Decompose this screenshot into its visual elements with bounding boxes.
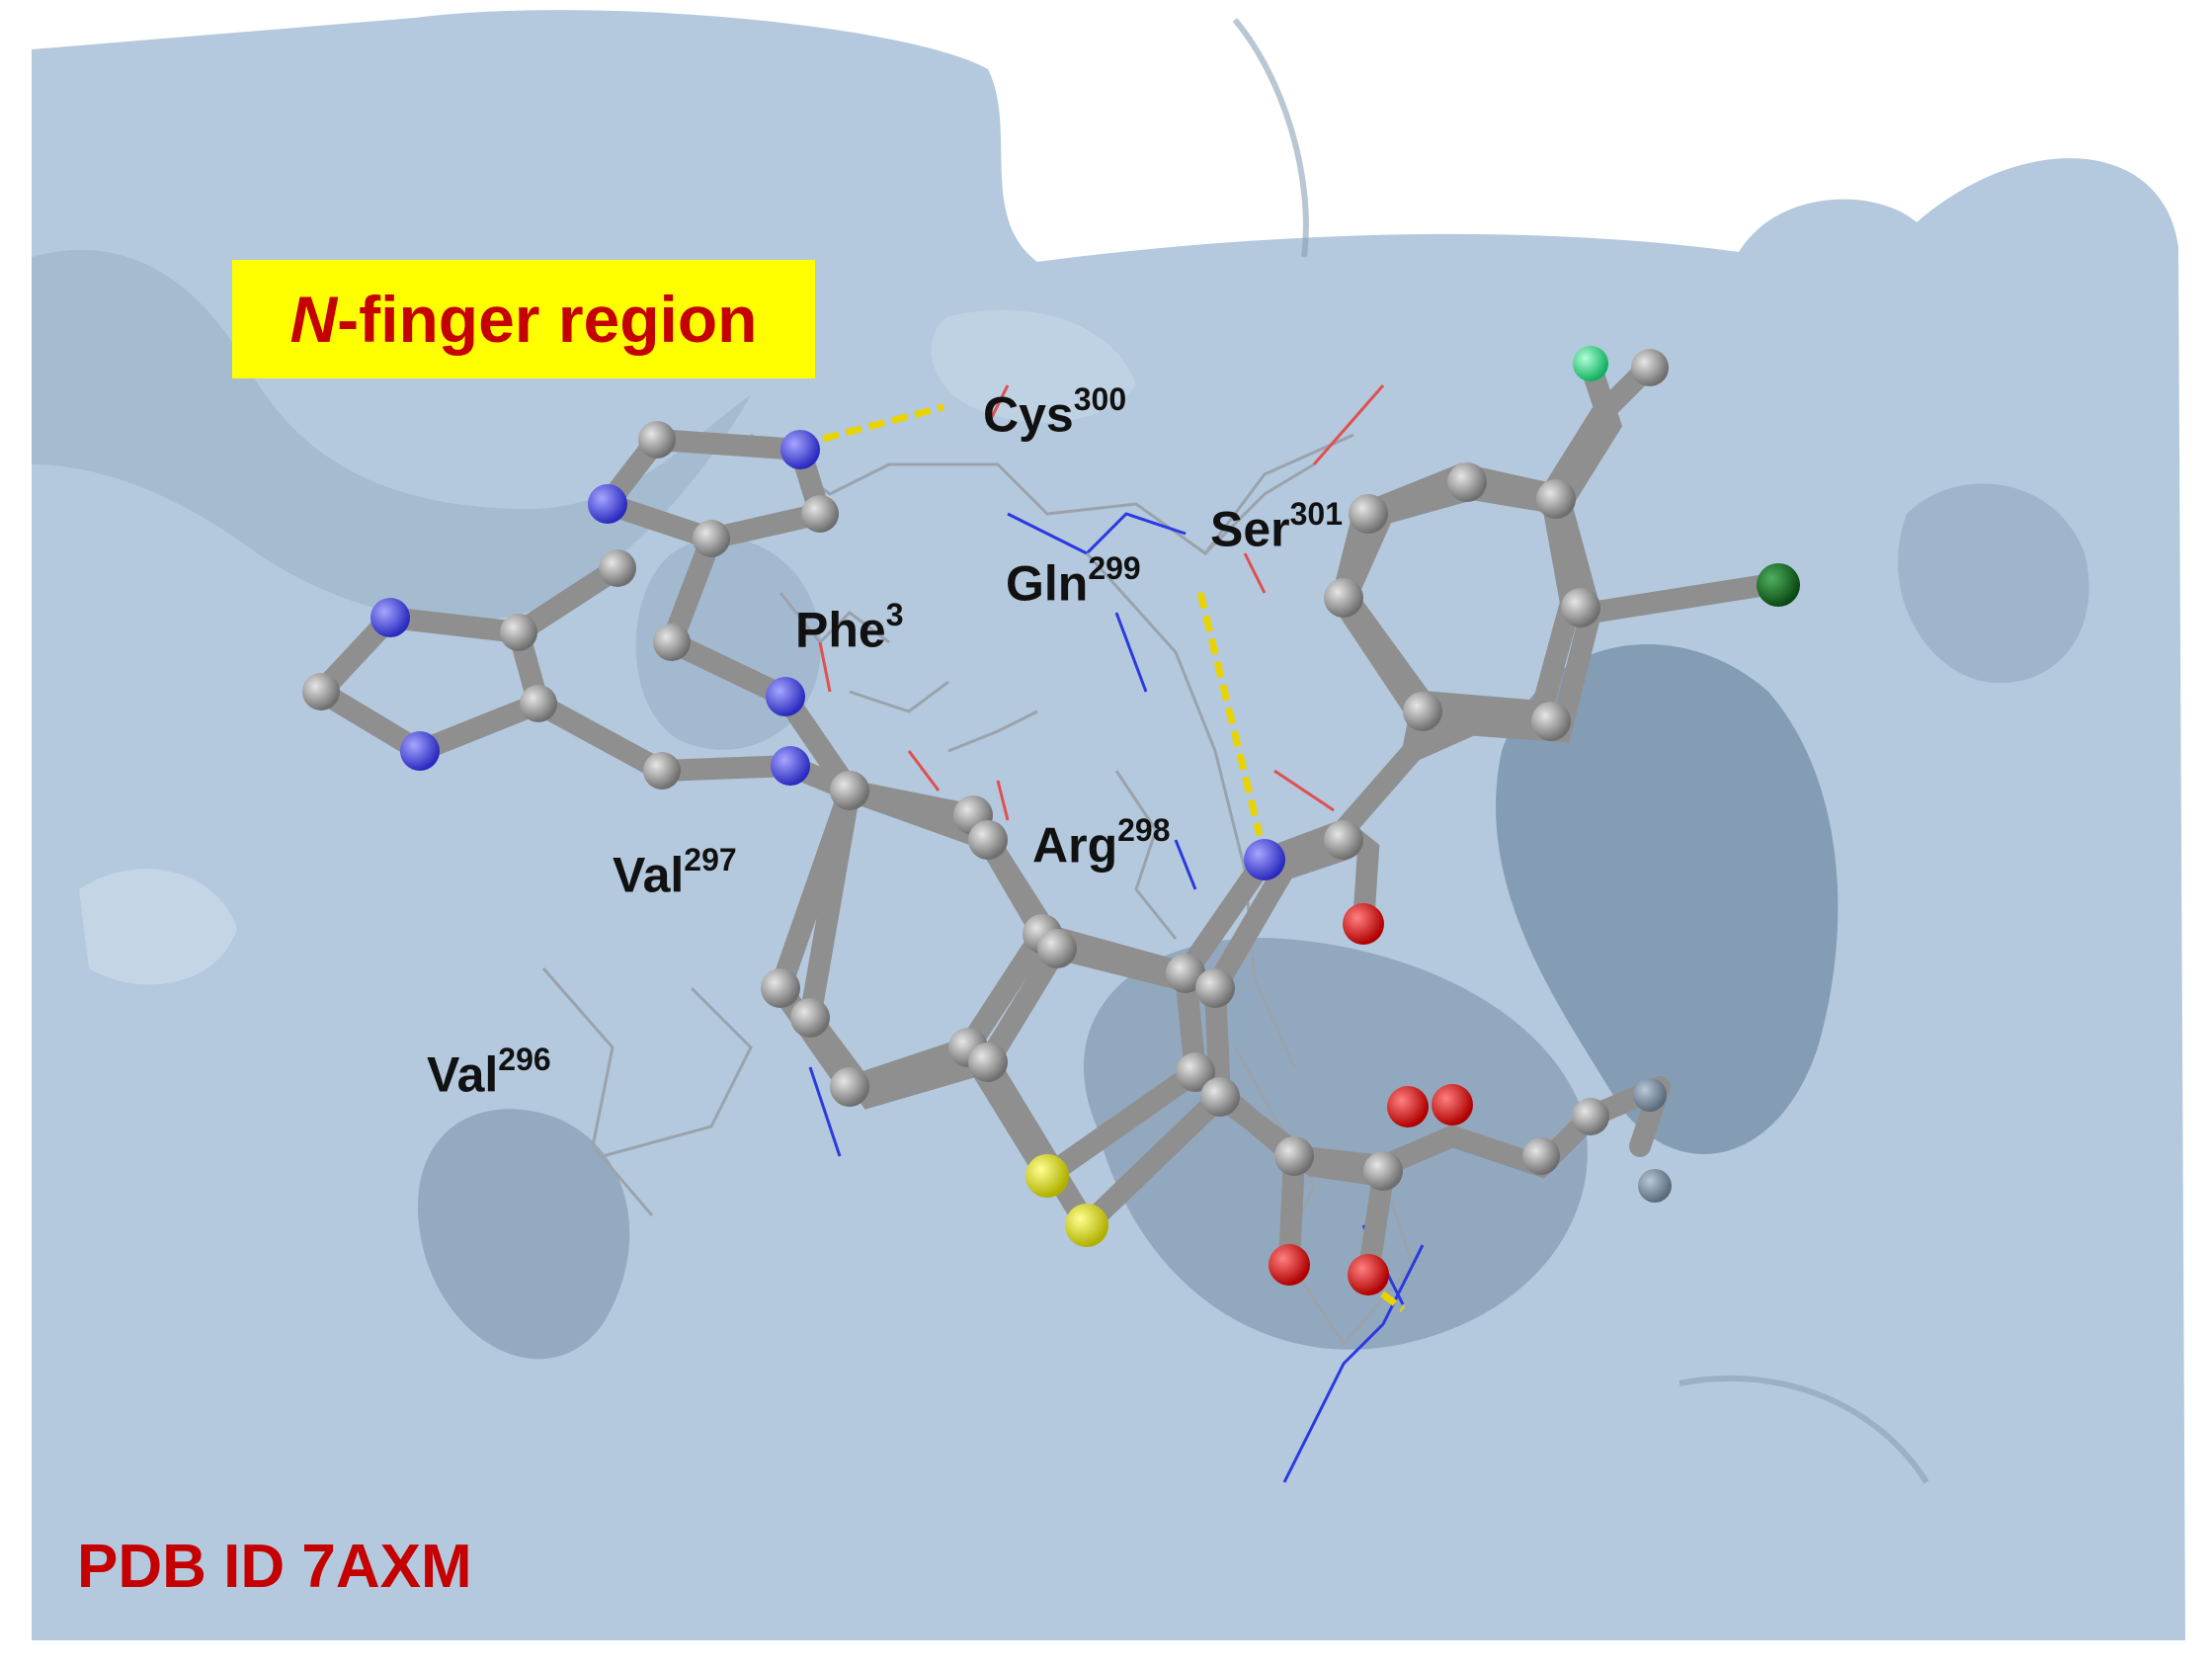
residue-number: 298 (1117, 812, 1171, 848)
atom-fluorine (1573, 346, 1608, 381)
atom-nitrogen (588, 484, 627, 524)
atom-carbon (1166, 954, 1205, 993)
atom-carbon (1200, 1077, 1240, 1117)
residue-number: 3 (885, 597, 904, 632)
atom-carbon (1522, 1137, 1560, 1175)
residue-label-cys300: Cys300 (983, 383, 1126, 443)
residue-name: Val (613, 847, 685, 903)
protein-surface (32, 10, 2185, 1640)
atom-carbon (1324, 820, 1363, 860)
atom-carbon (638, 421, 676, 459)
atom-nitrogen (780, 430, 820, 469)
atom-carbon (1176, 1052, 1215, 1092)
residue-label-phe3: Phe3 (795, 599, 904, 658)
atom-carbon (1037, 929, 1077, 968)
residue-name: Cys (983, 386, 1074, 443)
atom-chlorine (1757, 563, 1800, 607)
atom-nitrogen (771, 746, 810, 786)
atom-oxygen (1387, 1086, 1429, 1127)
atom-carbon (599, 549, 636, 587)
atom-nitrogen (400, 731, 440, 771)
atom-carbon (1363, 1151, 1403, 1191)
pdb-id-label: PDB ID 7AXM (77, 1533, 472, 1601)
atom-carbon (1561, 588, 1600, 627)
residue-number: 301 (1289, 496, 1344, 532)
residue-number: 297 (684, 842, 737, 877)
atom-nitrogen (370, 598, 410, 637)
atom-carbon (500, 614, 537, 651)
atom-carbon (801, 495, 839, 533)
atom-carbon (1324, 578, 1363, 618)
atom-oxygen (1343, 903, 1384, 945)
atom-hydrogen (1638, 1169, 1672, 1203)
atom-carbon (1195, 968, 1235, 1008)
atom-carbon (693, 520, 730, 557)
residue-name: Gln (1006, 555, 1089, 612)
residue-name: Arg (1032, 817, 1118, 874)
atom-carbon (968, 820, 1008, 860)
atom-carbon (830, 1067, 869, 1107)
residue-label-arg298: Arg298 (1032, 814, 1171, 874)
region-prefix: N (289, 283, 338, 356)
atom-carbon (830, 771, 869, 810)
atom-carbon (1274, 1136, 1314, 1176)
atom-carbon (1631, 349, 1669, 386)
residue-name: Val (427, 1046, 499, 1103)
residue-number: 300 (1073, 381, 1127, 417)
ligand-atoms (302, 346, 1800, 1295)
atom-oxygen (1432, 1084, 1473, 1126)
residue-label-ser301: Ser301 (1210, 498, 1343, 557)
atom-hydrogen (1633, 1078, 1667, 1112)
residue-name: Phe (795, 602, 886, 658)
residue-label-gln299: Gln299 (1006, 552, 1141, 612)
residue-label-val296: Val296 (427, 1043, 551, 1103)
atom-oxygen (1348, 1254, 1389, 1295)
atom-carbon (790, 998, 830, 1038)
region-suffix: -finger region (337, 283, 758, 356)
atom-oxygen (1269, 1244, 1310, 1286)
atom-carbon (1403, 692, 1442, 731)
atom-sulfur (1025, 1154, 1069, 1198)
atom-carbon (520, 685, 557, 722)
atom-carbon (1572, 1098, 1609, 1135)
atom-carbon (653, 624, 691, 661)
atom-carbon (761, 968, 800, 1008)
residue-label-val297: Val297 (613, 844, 737, 903)
residue-name: Ser (1210, 501, 1290, 557)
atom-carbon (1447, 462, 1487, 502)
atom-carbon (968, 1043, 1008, 1082)
atom-nitrogen (1244, 839, 1285, 880)
atom-carbon (302, 673, 340, 710)
atom-carbon (643, 752, 681, 790)
atom-carbon (1536, 479, 1576, 519)
atom-sulfur (1065, 1204, 1108, 1247)
residue-number: 296 (498, 1042, 551, 1077)
atom-nitrogen (766, 677, 805, 716)
residue-number: 299 (1088, 550, 1141, 586)
atom-carbon (1531, 702, 1571, 741)
atom-carbon (1349, 494, 1388, 534)
n-finger-region-label: N-finger region (232, 260, 815, 378)
